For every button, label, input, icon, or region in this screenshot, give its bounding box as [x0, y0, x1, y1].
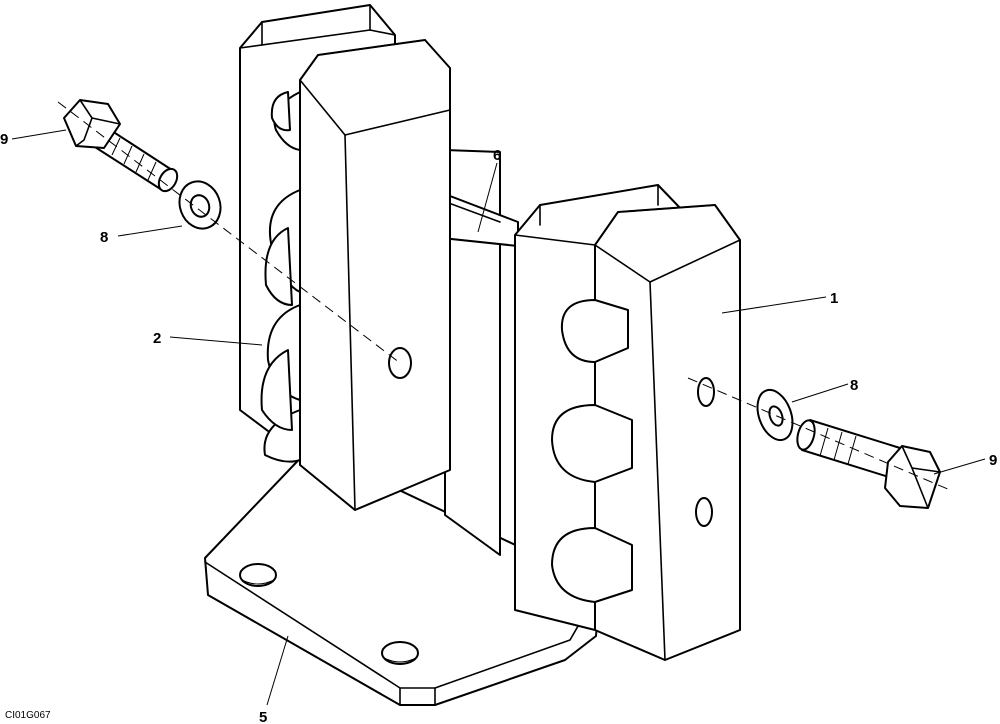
callout-8-left: 8: [100, 229, 108, 246]
callout-9-right: 9: [989, 452, 997, 469]
right-bolt: [796, 419, 941, 509]
leader-5: [266, 635, 289, 706]
callout-6: 6: [493, 147, 501, 164]
clamp-bolt-bore: [388, 347, 412, 379]
right-clamp-grooves: [551, 299, 633, 603]
leader-8-right: [791, 383, 849, 403]
callout-5: 5: [259, 709, 267, 724]
leader-9-right: [933, 458, 986, 475]
left-bolt-axis: [57, 101, 401, 364]
right-washer: [756, 388, 794, 442]
callout-8-right: 8: [850, 377, 858, 394]
leader-8-left: [117, 225, 183, 237]
plate-mount-hole: [239, 563, 277, 587]
figure-id: CI01G067: [5, 710, 51, 721]
callout-9-left: 9: [0, 131, 8, 148]
leader-9-left: [11, 129, 67, 140]
callout-2: 2: [153, 330, 161, 347]
left-clamp-grooves: [260, 91, 293, 431]
left-washer: [178, 180, 222, 230]
clamp-bolt-bore: [697, 377, 715, 407]
left-bolt: [63, 99, 179, 193]
base-plate: [204, 447, 601, 706]
plate-mount-hole: [381, 641, 419, 665]
leader-6: [477, 162, 498, 233]
left-clamp-half-front: [263, 39, 451, 511]
leader-2: [169, 336, 263, 346]
callout-1: 1: [830, 290, 838, 307]
clamp-bolt-bore: [695, 497, 713, 527]
leader-1: [721, 296, 827, 314]
